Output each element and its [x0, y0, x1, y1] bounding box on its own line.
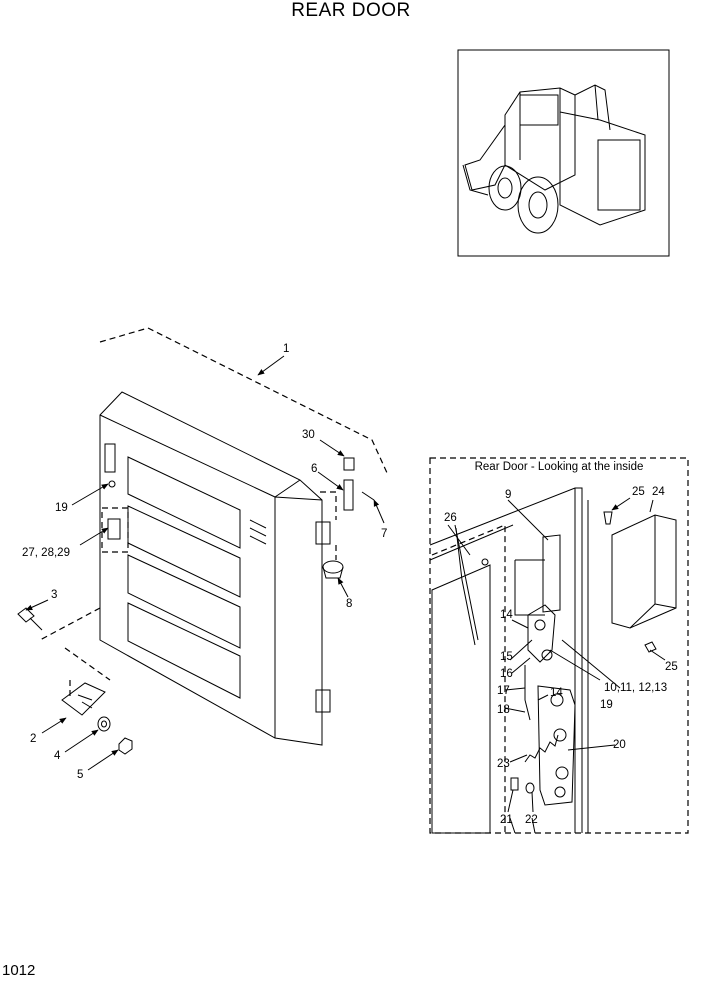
rear-door-assembly [17, 327, 389, 755]
callout-26: 26 [444, 512, 457, 524]
callout-25-top: 25 [632, 486, 645, 498]
page-title: REAR DOOR [291, 0, 411, 21]
callout-8: 8 [346, 598, 352, 610]
inset-view [429, 457, 689, 834]
callout-6: 6 [311, 463, 317, 475]
callout-1: 1 [283, 343, 289, 355]
callout-21: 21 [500, 814, 513, 826]
callout-labels: 1 30 6 7 8 19 27, 28,29 3 2 4 5 9 25 24 … [22, 343, 678, 826]
callout-7: 7 [381, 528, 387, 540]
callout-24: 24 [652, 486, 665, 498]
callout-27-28-29: 27, 28,29 [22, 547, 70, 559]
callout-15: 15 [500, 651, 513, 663]
callout-19-inset: 19 [600, 699, 613, 711]
callout-14-bottom: 14 [550, 687, 563, 699]
page-number: 1012 [2, 962, 36, 979]
callout-4: 4 [54, 750, 61, 762]
callout-10-11-12-13: 10,11, 12,13 [604, 682, 667, 694]
callout-3: 3 [51, 589, 57, 601]
callout-9: 9 [505, 489, 511, 501]
callout-16: 16 [500, 668, 513, 680]
callout-5: 5 [77, 769, 83, 781]
callout-22: 22 [525, 814, 538, 826]
leader-lines [25, 355, 666, 834]
machine-thumbnail [457, 49, 670, 257]
callout-2: 2 [30, 733, 36, 745]
inset-caption: Rear Door - Looking at the inside [474, 461, 644, 473]
callout-30: 30 [302, 429, 315, 441]
callout-14-top: 14 [500, 609, 513, 621]
callout-25-bottom: 25 [665, 661, 678, 673]
callout-20: 20 [613, 739, 626, 751]
callout-23: 23 [497, 758, 510, 770]
callout-19: 19 [55, 502, 68, 514]
callout-17: 17 [497, 685, 510, 697]
callout-18: 18 [497, 704, 510, 716]
